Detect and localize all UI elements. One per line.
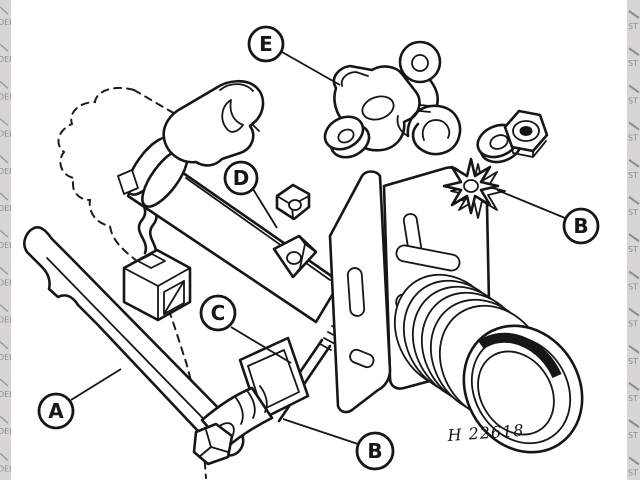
svg-text:DEI: DEI — [0, 464, 12, 473]
page-edge-left-fragments: DEI DEI DEI DEI DEI DEI DEI DEI DEI DEI DEI DEI DEI — [0, 6, 12, 473]
callout-e-letter: E — [259, 32, 273, 56]
callout-c-letter: C — [211, 301, 226, 325]
callout-b-star-letter: B — [573, 214, 588, 238]
callout-b-star: B — [496, 189, 600, 245]
svg-text:DEI: DEI — [0, 167, 12, 176]
svg-text:ST: ST — [628, 59, 638, 68]
callout-a: A — [37, 368, 122, 430]
callout-d: D — [223, 160, 278, 229]
svg-text:DEI: DEI — [0, 18, 12, 27]
wiring-connector — [122, 248, 192, 322]
svg-text:ST: ST — [628, 96, 638, 105]
star-washer-part — [442, 157, 506, 219]
svg-text:ST: ST — [628, 208, 638, 217]
callout-a-letter: A — [48, 399, 64, 423]
svg-text:ST: ST — [628, 357, 638, 366]
svg-text:ST: ST — [628, 134, 638, 143]
callout-d-letter: D — [233, 166, 250, 190]
svg-text:DEI: DEI — [0, 390, 12, 399]
svg-text:ST: ST — [628, 245, 638, 254]
svg-text:DEI: DEI — [0, 278, 12, 287]
svg-text:ST: ST — [628, 320, 638, 329]
shaft-flange-and-clamp — [192, 336, 310, 466]
svg-text:DEI: DEI — [0, 130, 12, 139]
callout-b-clamp-letter: B — [367, 439, 382, 463]
callout-c: C — [199, 294, 292, 364]
svg-text:DEI: DEI — [0, 353, 12, 362]
page-edge-right: ST ST ST ST ST ST ST ST ST ST ST ST ST — [627, 0, 640, 480]
svg-text:ST: ST — [628, 171, 638, 180]
page-edge-right-fragments: ST ST ST ST ST ST ST ST ST ST ST ST ST — [628, 10, 640, 477]
svg-text:ST: ST — [628, 22, 638, 31]
spring-clip-assembly — [323, 40, 462, 159]
flexible-boot — [393, 273, 584, 454]
svg-text:ST: ST — [628, 394, 638, 403]
mounting-bracket-front-plate — [328, 170, 392, 414]
washer-and-nut — [476, 109, 549, 164]
svg-text:DEI: DEI — [0, 316, 12, 325]
svg-text:DEI: DEI — [0, 55, 12, 64]
svg-text:DEI: DEI — [0, 427, 12, 436]
release-lever-part — [23, 226, 245, 457]
callout-b-clamp: B — [282, 418, 395, 471]
svg-text:ST: ST — [628, 468, 638, 477]
square-nut-parts — [272, 183, 318, 279]
callout-e: E — [247, 25, 341, 86]
svg-text:DEI: DEI — [0, 92, 12, 101]
ignition-lock-cylinder — [162, 79, 265, 167]
svg-text:ST: ST — [628, 282, 638, 291]
svg-text:ST: ST — [628, 431, 638, 440]
page-edge-left: DEI DEI DEI DEI DEI DEI DEI DEI DEI DEI DEI DEI DEI — [0, 0, 12, 480]
svg-text:DEI: DEI — [0, 204, 12, 213]
svg-text:DEI: DEI — [0, 241, 12, 250]
